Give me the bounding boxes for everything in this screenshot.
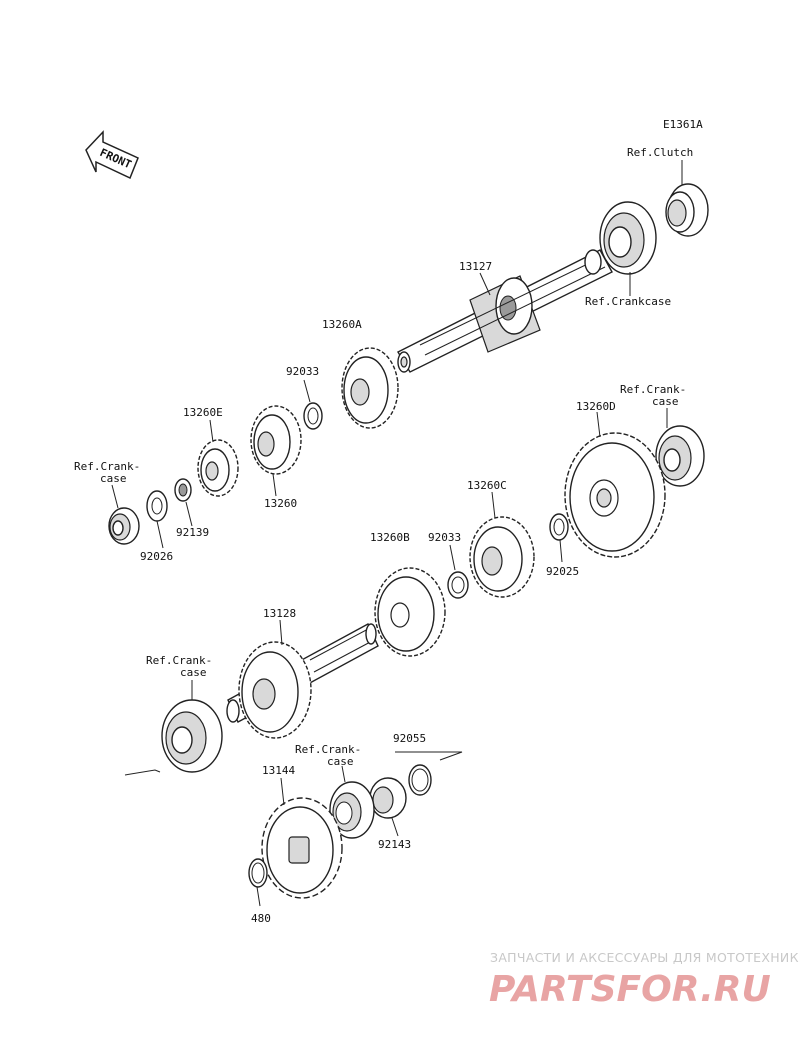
leader-line xyxy=(341,765,346,783)
o-ring-92055 xyxy=(408,764,432,796)
leader-line xyxy=(272,473,277,497)
gear-13260 xyxy=(250,405,302,475)
gear-13260C xyxy=(469,516,535,598)
collar-92143 xyxy=(369,777,407,819)
label-92033-top: 92033 xyxy=(286,365,319,378)
label-13260B: 13260B xyxy=(370,531,410,544)
leader-line xyxy=(491,491,496,519)
label-13260C: 13260C xyxy=(467,479,507,492)
label-13144: 13144 xyxy=(262,764,295,777)
gear-13260B xyxy=(374,567,446,657)
leader-line xyxy=(156,520,164,549)
leader-line xyxy=(185,501,193,527)
label-ref-crank-left-1: Ref.Crank- xyxy=(74,460,140,473)
label-13260A: 13260A xyxy=(322,318,362,331)
watermark-tagline: ЗАПЧАСТИ И АКСЕССУАРЫ ДЛЯ МОТОТЕХНИКИ xyxy=(490,950,800,965)
label-ref-crank-lower-1: Ref.Crank- xyxy=(146,654,212,667)
leader-line xyxy=(256,886,261,907)
label-ref-crank-left-2: case xyxy=(100,472,127,485)
label-92055: 92055 xyxy=(393,732,426,745)
label-13260E: 13260E xyxy=(183,406,223,419)
gear-13260A xyxy=(341,347,399,429)
leader-line xyxy=(449,544,456,571)
label-13260: 13260 xyxy=(264,497,297,510)
label-ref-crank-right-2: case xyxy=(652,395,679,408)
diagram-code: E1361A xyxy=(663,118,703,131)
leader-line xyxy=(279,619,283,646)
crankcase-bearing-right xyxy=(655,425,705,487)
label-92026: 92026 xyxy=(140,550,173,563)
leader-line xyxy=(391,817,399,837)
front-arrow-icon: FRONT xyxy=(85,130,139,180)
label-92025: 92025 xyxy=(546,565,579,578)
leader-line xyxy=(559,539,563,563)
crankcase-bearing-lower xyxy=(161,699,223,773)
sprocket-13144 xyxy=(261,797,343,899)
label-ref-crank-right-1: Ref.Crank- xyxy=(620,383,686,396)
needle-bearing-left xyxy=(108,507,140,545)
watermark-brand: PARTSFOR.RU xyxy=(489,969,771,1010)
label-13127: 13127 xyxy=(459,260,492,273)
leader-line xyxy=(395,751,463,761)
label-92143: 92143 xyxy=(378,838,411,851)
leader-line xyxy=(209,419,214,443)
label-ref-crank-bottom-1: Ref.Crank- xyxy=(295,743,361,756)
circlip-92033-top xyxy=(303,402,323,430)
gear-13260E xyxy=(197,439,239,497)
clutch-side-bearing xyxy=(665,183,709,237)
label-ref-crank-lower-2: case xyxy=(180,666,207,679)
label-92139: 92139 xyxy=(176,526,209,539)
leader-line xyxy=(124,769,161,776)
label-ref-clutch: Ref.Clutch xyxy=(627,146,693,159)
label-13260D: 13260D xyxy=(576,400,616,413)
circlip-92033-mid xyxy=(447,571,469,599)
label-13128: 13128 xyxy=(263,607,296,620)
collar-92139 xyxy=(174,478,192,502)
leader-line xyxy=(111,484,119,509)
output-shaft-13128 xyxy=(226,623,379,739)
leader-line xyxy=(280,777,285,806)
leader-line xyxy=(479,272,491,296)
label-92033-mid: 92033 xyxy=(428,531,461,544)
crankcase-bearing-top xyxy=(599,201,657,275)
gear-13260D xyxy=(564,432,666,558)
label-480: 480 xyxy=(251,912,271,925)
washer-92025 xyxy=(549,513,569,541)
main-shaft-13127 xyxy=(397,249,613,373)
circlip-480 xyxy=(248,858,268,888)
washer-92026 xyxy=(146,490,168,522)
leader-line xyxy=(303,379,311,403)
oil-seal-bottom xyxy=(329,781,375,839)
leader-line xyxy=(596,411,601,438)
label-ref-crankcase-top: Ref.Crankcase xyxy=(585,295,671,308)
label-ref-crank-bottom-2: case xyxy=(327,755,354,768)
